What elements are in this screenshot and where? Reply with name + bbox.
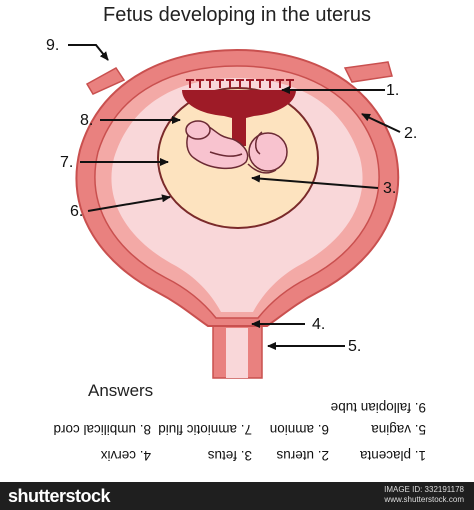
- image-id: IMAGE ID: 332191178: [384, 485, 464, 494]
- arrow-3: [251, 174, 379, 189]
- label-5: 5.: [348, 338, 361, 355]
- answer-9: 9. fallopian tube: [331, 400, 426, 415]
- vaginal-canal: [226, 328, 248, 378]
- diagram-title: Fetus developing in the uterus: [103, 4, 371, 26]
- answer-8: 8. umbilical cord: [53, 422, 151, 437]
- answer-2: 2. uterus: [276, 448, 329, 463]
- left-fallopian-tube: [85, 67, 126, 95]
- watermark-footer: shutterstock IMAGE ID: 332191178 www.shu…: [0, 482, 474, 510]
- label-1: 1.: [386, 82, 399, 99]
- placenta-villi: [186, 79, 294, 88]
- right-fallopian-tube: [343, 61, 393, 83]
- label-6: 6.: [70, 203, 83, 220]
- brand-logo: shutterstock: [8, 486, 111, 506]
- image-id-block: IMAGE ID: 332191178 www.shutterstock.com: [384, 485, 464, 505]
- arrow-6: [87, 194, 171, 212]
- label-2: 2.: [404, 125, 417, 142]
- label-9: 9.: [46, 37, 59, 54]
- pointer-arrows: [68, 44, 401, 350]
- answer-3: 3. fetus: [207, 448, 252, 463]
- answer-6: 6. amnion: [270, 422, 329, 437]
- answer-7: 7. amniotic fluid: [158, 422, 252, 437]
- label-7: 7.: [60, 154, 73, 171]
- arrow-9: [68, 44, 109, 61]
- label-8: 8.: [80, 112, 93, 129]
- placenta: [182, 90, 296, 146]
- site-url: www.shutterstock.com: [384, 495, 464, 504]
- answer-5: 5. vagina: [371, 422, 426, 437]
- arrow-2: [361, 113, 401, 133]
- answer-1: 1. placenta: [359, 448, 426, 463]
- answers-upside-down: 1. placenta 2. uterus 3. fetus 4. cervix…: [53, 400, 426, 463]
- fetus: [185, 120, 288, 174]
- answers-heading: Answers: [88, 381, 154, 400]
- label-3: 3.: [383, 180, 396, 197]
- answer-4: 4. cervix: [100, 448, 151, 463]
- label-4: 4.: [312, 316, 325, 333]
